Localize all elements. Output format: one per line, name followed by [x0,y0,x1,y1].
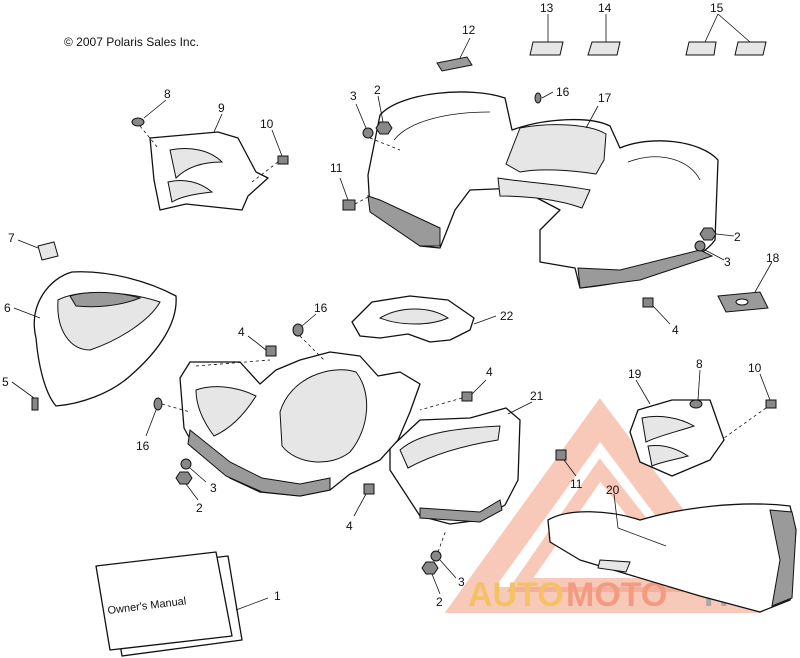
copyright-text: © 2007 Polaris Sales Inc. [64,35,199,49]
callout-21: 21 [530,389,544,403]
callout-12: 12 [462,23,476,37]
part-16-rivet-rear [534,91,554,104]
front-fender-assembly [179,351,421,497]
callout-8: 8 [696,357,703,371]
callout-19: 19 [628,367,642,381]
part-10-screw-right [723,373,777,439]
part-21-front-panel [389,401,533,525]
callout-8: 8 [164,87,171,101]
callout-2: 2 [436,595,443,609]
part-15-decals [685,13,767,56]
callout-13: 13 [540,1,554,15]
callout-10: 10 [260,117,274,131]
part-3-washer-rear-top [355,103,374,139]
part-9-side-panel [149,113,269,211]
callout-16: 16 [136,439,150,453]
part-10-screw-left [251,129,289,183]
part-3-washer-front-left [180,458,207,483]
part-16-fastener-front-left [145,397,191,437]
callout-22: 22 [500,309,514,323]
part-8-fastener-right [689,369,703,409]
part-4-screw-rear-bottom [642,297,671,325]
callout-10: 10 [748,361,762,375]
callout-18: 18 [766,251,780,265]
part-2-nut-front-left [175,471,199,501]
part-1-owners-manual: Owner's Manual [95,551,269,657]
watermark-moto: MOTO [566,576,667,614]
callout-numbers: 1 2 2 2 2 3 3 3 3 4 4 4 4 5 6 7 8 8 9 10… [2,1,780,609]
callout-3: 3 [210,481,217,495]
callout-6: 6 [4,301,11,315]
callout-16: 16 [314,301,328,315]
part-4-screw-front-lower [353,483,375,517]
part-14-decal [587,14,621,56]
part-12-strip [436,37,473,72]
part-4-screw-front-upper [247,335,277,357]
part-3-washer-lower [430,529,457,579]
part-3-washer-rear-right [694,240,725,261]
callout-4: 4 [672,323,679,337]
part-8-fastener-left [131,99,167,149]
callout-4: 4 [238,325,245,339]
part-2-nut-rear-right [699,227,735,241]
part-20-seat [547,493,797,613]
part-11-screw-rear [339,177,371,211]
callout-3: 3 [458,575,465,589]
part-7-clip [17,239,59,261]
callout-2: 2 [734,230,741,244]
callout-4: 4 [486,365,493,379]
part-13-decal [529,14,564,56]
callout-7: 7 [8,231,15,245]
callout-1: 1 [274,589,281,603]
part-2-nut-rear-top [369,95,401,151]
callout-15: 15 [710,1,724,15]
callout-11: 11 [570,477,583,491]
callout-9: 9 [218,101,225,115]
callout-5: 5 [2,375,9,389]
callout-11: 11 [330,161,343,175]
callout-2: 2 [374,83,381,97]
part-4-screw-front-right [419,379,487,411]
part-6-headlight-pod [13,271,177,407]
callout-16: 16 [556,85,570,99]
part-19-side-panel-right [629,379,725,477]
watermark-auto: AUTO [468,576,564,614]
part-18-plate [717,261,773,313]
part-22-center-cover [351,295,497,343]
callout-14: 14 [598,1,612,15]
part-2-nut-lower [421,561,441,595]
part-11-screw-seat [555,449,577,477]
part-16-fastener-front-upper [292,313,325,361]
part-5-screw [11,381,39,411]
callout-17: 17 [598,91,612,105]
callout-3: 3 [350,89,357,103]
callout-2: 2 [196,501,203,515]
callout-4: 4 [346,519,353,533]
callout-3: 3 [724,255,731,269]
callout-20: 20 [606,483,620,497]
part-17-rear-fender [367,91,719,289]
